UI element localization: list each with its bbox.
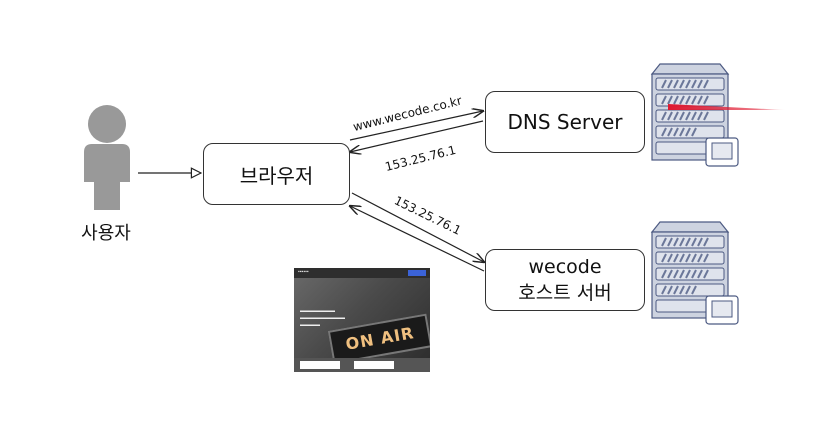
edge-host-to-browser: [350, 206, 485, 272]
thumbnail-footer-button-right: [354, 361, 394, 369]
thumbnail-logo: ▪▪▪▪▪▪: [298, 269, 309, 275]
dns-server-icon: [650, 63, 739, 167]
host-server-node: wecode 호스트 서버: [485, 249, 645, 311]
browser-label: 브라우저: [239, 163, 314, 188]
laser-streak: [668, 104, 786, 110]
host-server-label-line2: 호스트 서버: [518, 282, 612, 304]
user-label: 사용자: [81, 223, 131, 244]
thumbnail-headline: ▬▬▬▬▬▬▬▬▬▬▬▬▬▬▬▬▬▬▬▬: [300, 308, 345, 328]
thumbnail-footer: [294, 358, 430, 372]
user-icon: [84, 105, 130, 210]
browser-node: 브라우저: [203, 143, 350, 205]
edge-browser-to-host: [351, 192, 484, 262]
website-thumbnail: ▪▪▪▪▪▪ ▬▬▬▬▬▬▬▬▬▬▬▬▬▬▬▬▬▬▬▬ ON AIR: [294, 268, 430, 372]
edge-browser-to-dns: [349, 111, 483, 141]
thumbnail-header-button: [408, 270, 426, 276]
dns-server-node: DNS Server: [485, 91, 645, 153]
host-server-label-line1: wecode: [528, 256, 602, 278]
dns-server-label: DNS Server: [507, 110, 623, 134]
host-server-icon: [650, 221, 739, 325]
thumbnail-sign-text: ON AIR: [344, 323, 416, 354]
thumbnail-footer-button-left: [300, 361, 340, 369]
edge-dns-to-browser: [350, 120, 484, 152]
thumbnail-header: ▪▪▪▪▪▪: [294, 268, 430, 278]
